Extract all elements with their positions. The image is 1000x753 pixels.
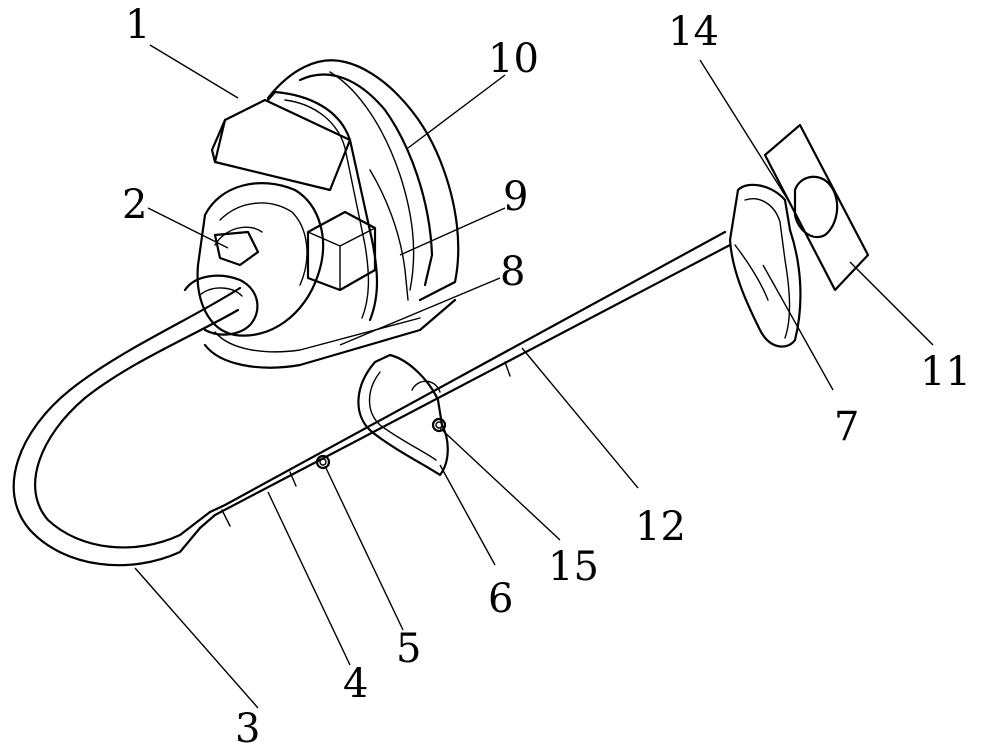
label-12: 12 bbox=[635, 504, 686, 550]
label-9: 9 bbox=[503, 174, 528, 220]
label-6: 6 bbox=[488, 576, 513, 622]
fasteners bbox=[315, 417, 447, 470]
label-4: 4 bbox=[343, 661, 368, 707]
handle-loop bbox=[357, 353, 449, 477]
label-11: 11 bbox=[920, 349, 971, 395]
label-14: 14 bbox=[668, 9, 719, 55]
label-3: 3 bbox=[235, 706, 260, 752]
label-15: 15 bbox=[548, 544, 599, 590]
label-1: 1 bbox=[125, 2, 150, 48]
label-8: 8 bbox=[500, 249, 525, 295]
engine-housing bbox=[183, 59, 460, 369]
leader-lines bbox=[134, 44, 934, 709]
cutting-head bbox=[728, 123, 870, 348]
label-7: 7 bbox=[834, 404, 859, 450]
label-5: 5 bbox=[396, 626, 421, 672]
label-10: 10 bbox=[488, 36, 539, 82]
label-2: 2 bbox=[122, 182, 147, 228]
reference-numerals: 1 2 3 4 5 6 7 8 9 10 11 12 14 15 bbox=[122, 2, 971, 752]
flexible-hose bbox=[12, 286, 242, 567]
shaft-tube bbox=[198, 230, 732, 530]
